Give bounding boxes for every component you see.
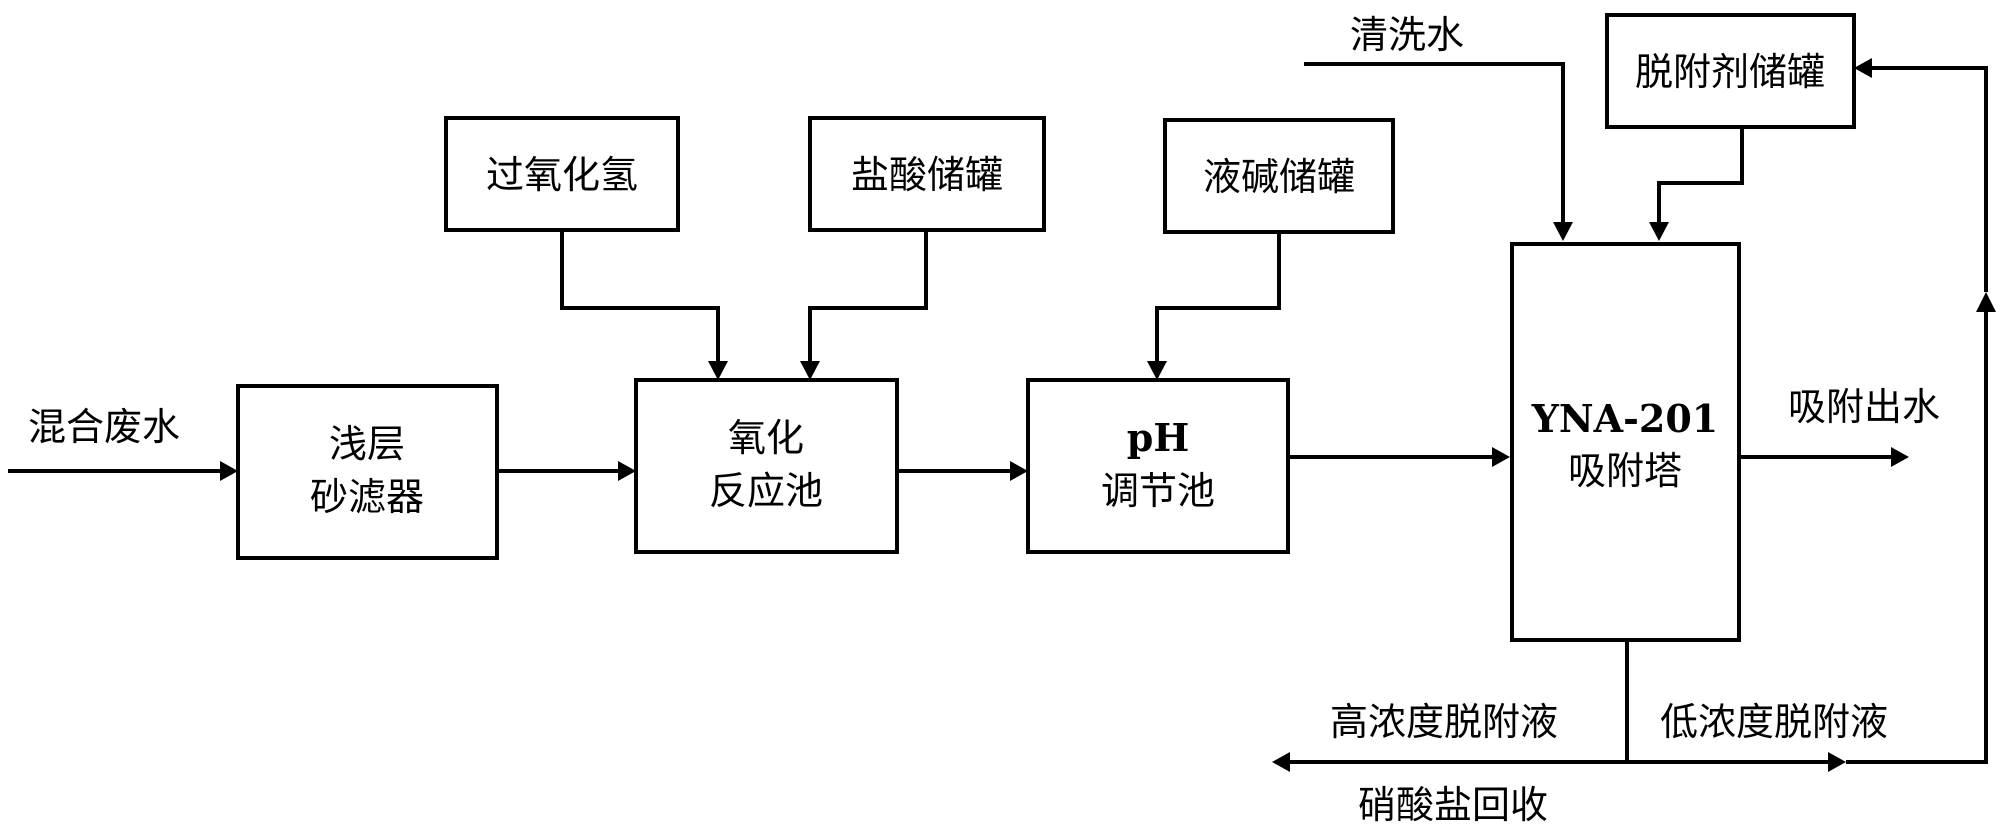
flow-line-low-conc-return [1846,310,1988,764]
high-conc-desorbate-label: 高浓度脱附液 [1330,700,1558,744]
mixed-wastewater-label: 混合废水 [28,405,180,449]
sand-filter-label-1: 浅层 [329,422,405,466]
ph-label-2: 调节池 [1101,469,1215,513]
hcl-tank-box [808,116,1046,232]
low-conc-desorbate-label: 低浓度脱附液 [1660,700,1888,744]
flow-line-hcl [808,220,928,363]
ph-label-1: pH [1127,415,1189,460]
oxidation-label-2: 反应池 [709,469,823,513]
arrow-head-inlet [220,461,238,481]
h2o2-label: 过氧化氢 [486,153,638,197]
adsorption-effluent-label: 吸附出水 [1788,385,1940,429]
arrow-head-low-conc [1828,752,1846,772]
nitrate-recovery-label: 硝酸盐回收 [1358,783,1548,827]
flow-line-desorbent [1657,129,1744,224]
caustic-tank-box [1163,118,1395,234]
arrow-head-oxidation-to-ph [1010,461,1028,481]
ph-tank-box [1026,378,1290,554]
arrow-head-return-to-desorbent [1854,58,1872,78]
flow-line-caustic [1155,232,1281,363]
oxidation-label-1: 氧化 [728,416,804,460]
wash-water-label: 清洗水 [1350,13,1464,57]
sand-filter-box [236,384,499,560]
flow-line-wash-water [1304,62,1565,224]
desorbent-tank-box [1605,13,1856,129]
adsorption-tower-box [1510,242,1741,642]
tower-label-2: 吸附塔 [1568,449,1682,493]
arrow-head-filter-to-oxidation [618,461,636,481]
arrow-head-h2o2 [708,361,728,380]
arrow-head-effluent [1891,447,1909,467]
h2o2-box [444,116,680,232]
tower-label-1: YNA-201 [1531,396,1718,441]
arrow-head-desorbent [1649,222,1669,241]
arrow-head-high-conc [1272,752,1290,772]
arrow-head-low-conc-up [1976,292,1996,312]
flow-line-return-to-desorbent [1872,66,1988,292]
arrow-head-caustic [1147,361,1167,380]
arrow-head-ph-to-tower [1492,447,1510,467]
arrow-head-wash-water [1553,222,1573,241]
arrow-head-hcl [800,361,820,380]
sand-filter-label-2: 砂滤器 [310,475,424,519]
hcl-tank-label: 盐酸储罐 [851,153,1003,197]
flow-line-h2o2 [560,220,720,363]
caustic-tank-label: 液碱储罐 [1203,155,1355,199]
oxidation-tank-box [634,378,899,554]
desorbent-tank-label: 脱附剂储罐 [1635,50,1825,94]
